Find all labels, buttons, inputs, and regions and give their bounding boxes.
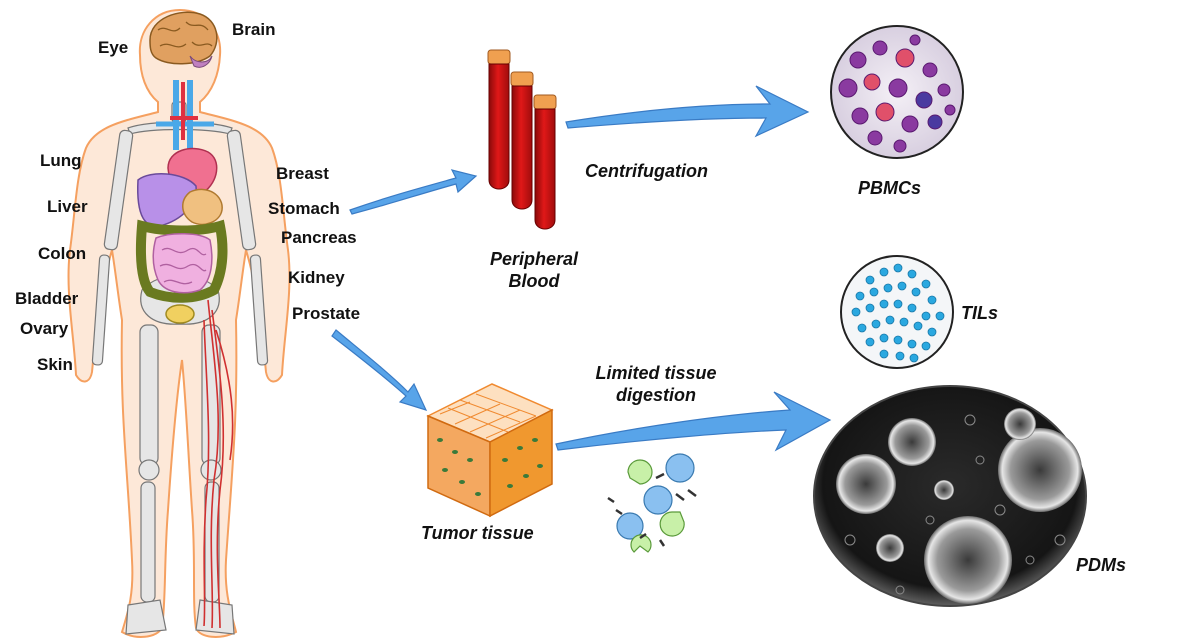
leg-arteries: [203, 299, 234, 629]
stomach-organ: [182, 188, 223, 226]
label-eye: Eye: [98, 38, 129, 57]
human-body-figure: [67, 8, 291, 638]
label-prostate: Prostate: [292, 304, 361, 323]
label-peripheral-blood-line2: Blood: [508, 271, 560, 291]
blood-tube-2: [510, 71, 534, 210]
arrow-tumor-to-pdms: [555, 391, 832, 452]
label-limited-tissue-digestion: Limited tissue digestion: [578, 362, 734, 406]
arrow-body-to-blood: [349, 169, 478, 215]
arrow-blood-to-pbmcs: [565, 85, 810, 138]
blood-tubes-illustration: [487, 49, 557, 230]
label-lung: Lung: [40, 151, 82, 170]
blood-tube-3: [533, 94, 557, 230]
label-peripheral-blood: Peripheral Blood: [472, 248, 596, 292]
label-tils: TILs: [961, 303, 999, 323]
label-stomach: Stomach: [268, 199, 340, 218]
label-pdms: PDMs: [1076, 555, 1127, 575]
bladder-organ: [165, 304, 195, 324]
label-tumor-tissue: Tumor tissue: [421, 523, 534, 543]
brain-organ: [149, 11, 218, 68]
label-pbmcs: PBMCs: [858, 178, 922, 198]
great-vessels: [156, 80, 214, 150]
label-pancreas: Pancreas: [281, 228, 357, 247]
blood-tube-1: [487, 49, 511, 190]
label-ovary: Ovary: [20, 319, 69, 338]
flow-arrows: [331, 85, 832, 452]
label-digestion-line1: Limited tissue: [595, 363, 717, 383]
arrow-body-to-tumor: [331, 329, 428, 411]
label-colon: Colon: [38, 244, 87, 263]
pbmc-micrograph: [830, 25, 964, 159]
label-skin: Skin: [37, 355, 73, 374]
tils-micrograph: [840, 255, 954, 369]
label-brain: Brain: [232, 20, 276, 39]
enzymes-illustration: [607, 453, 697, 553]
label-peripheral-blood-line1: Peripheral: [489, 249, 579, 269]
label-bladder: Bladder: [15, 289, 79, 308]
label-centrifugation: Centrifugation: [585, 161, 708, 181]
label-breast: Breast: [276, 164, 329, 183]
tumor-tissue-block: [426, 383, 554, 518]
label-liver: Liver: [47, 197, 88, 216]
label-kidney: Kidney: [288, 268, 345, 287]
label-digestion-line2: digestion: [616, 385, 696, 405]
pdms-micrograph: [813, 385, 1087, 607]
colon-organ: [135, 219, 228, 303]
